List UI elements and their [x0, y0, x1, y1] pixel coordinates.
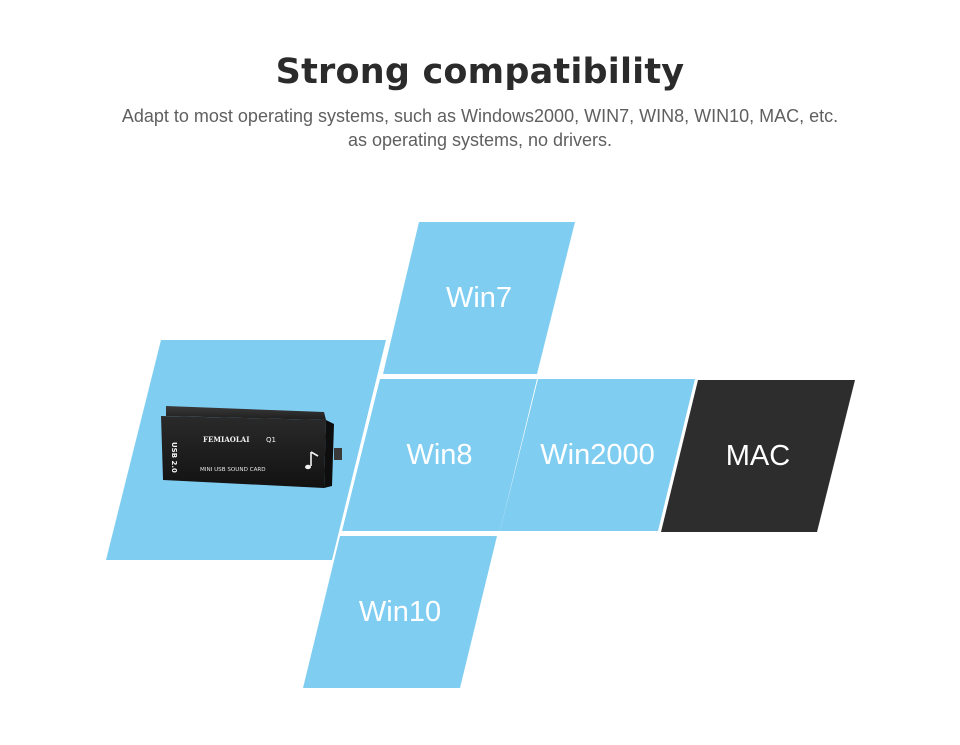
tile-win10: Win10: [303, 536, 497, 688]
tile-mac-shape: [661, 380, 855, 532]
tile-mac: MAC: [661, 380, 855, 532]
tile-win8-shape: [342, 379, 537, 531]
music-note-icon: [305, 451, 319, 470]
page-subtitle-line-1: Adapt to most operating systems, such as…: [121, 106, 839, 126]
tile-win7: Win7: [383, 222, 575, 374]
page-subtitle-line-2: as operating systems, no drivers.: [347, 130, 613, 150]
device-end-face: [324, 420, 334, 488]
tile-win7-label: Win7: [445, 281, 513, 314]
device-caption-label: MINI USB SOUND CARD: [200, 467, 266, 473]
tile-win2000-shape: [500, 379, 695, 531]
tile-win8-label: Win8: [406, 438, 473, 471]
device-side-label: USB 2.0: [170, 442, 178, 473]
tile-win2000-label: Win2000: [540, 438, 655, 471]
device-front-face: [161, 416, 326, 488]
usb-sound-card-image: USB 2.0 FEMIAOLAI Q1 MINI USB SOUND CARD: [161, 406, 342, 488]
device-top-face: [166, 406, 326, 420]
device-model-label: Q1: [266, 436, 276, 444]
tile-win10-shape: [303, 536, 497, 688]
tile-mac-label: MAC: [725, 439, 791, 472]
device-brand-label: FEMIAOLAI: [203, 435, 249, 444]
tile-win2000: Win2000: [500, 379, 695, 531]
tile-win7-shape: [383, 222, 575, 374]
tile-win10-label: Win10: [358, 595, 442, 628]
page-title: Strong compatibility: [275, 52, 685, 92]
audio-jack-icon: [334, 448, 342, 460]
tile-win8: Win8: [342, 379, 537, 531]
